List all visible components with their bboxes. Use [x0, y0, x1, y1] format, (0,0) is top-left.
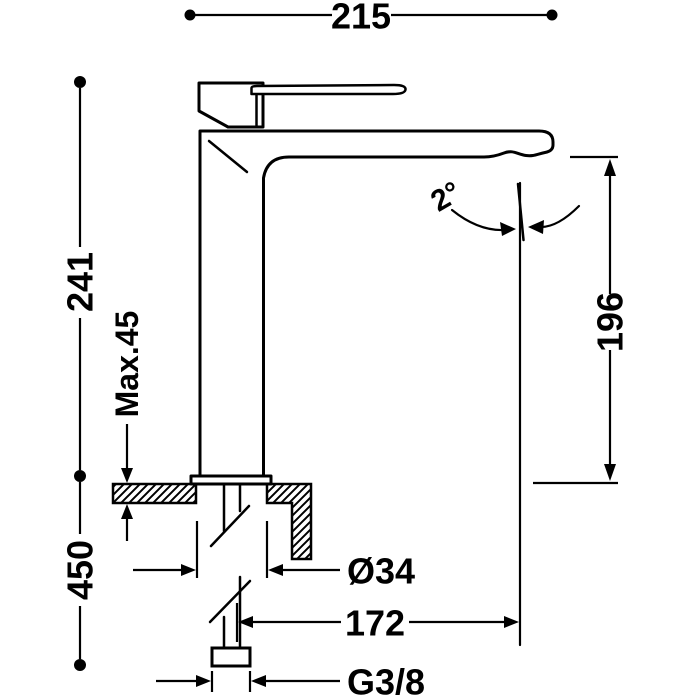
angle-arrow-left — [500, 222, 516, 236]
dim-max45-label: Max.45 — [109, 311, 145, 418]
angle-arc-left — [450, 208, 506, 232]
dim-215-label: 215 — [331, 0, 391, 37]
dim-450-dot-bottom — [74, 659, 86, 671]
deck-left-hatched — [111, 482, 198, 505]
dim-241: 241 — [60, 76, 101, 482]
detail-angle-2deg: 2° — [425, 176, 581, 647]
dim-196-arrow-up — [604, 159, 616, 176]
angle-arc-right — [539, 204, 581, 229]
base-flange — [189, 474, 273, 486]
dim-241-dot-top — [74, 76, 86, 88]
dim-215: 215 — [184, 0, 558, 37]
connector-nut — [210, 646, 252, 668]
dim-172-arrow-right — [504, 616, 519, 628]
dim-dia34: Ø34 — [133, 521, 415, 592]
dim-dia34-label: Ø34 — [347, 551, 415, 592]
shank-break-line-lower — [208, 579, 252, 624]
deck-right-hatched — [265, 482, 313, 561]
dim-max45: Max.45 — [109, 311, 145, 541]
dim-g38-label: G3/8 — [347, 662, 425, 700]
dim-g38-arrow-left — [251, 675, 266, 687]
handle-lever — [250, 83, 407, 96]
dim-196: 196 — [533, 155, 631, 485]
dim-g38: G3/8 — [156, 662, 425, 700]
dim-172-arrow-left — [238, 616, 253, 628]
dim-241-label: 241 — [60, 252, 101, 312]
dim-g38-arrow-right — [196, 675, 211, 687]
dim-196-arrow-down — [604, 464, 616, 481]
shank-break-line-upper — [209, 504, 251, 548]
handle-body — [197, 81, 265, 129]
spout-corner-edge-line — [207, 139, 249, 174]
dim-dia34-arrow-left — [268, 564, 283, 576]
countertop-section — [111, 482, 313, 561]
dim-dia34-arrow-right — [181, 564, 196, 576]
dim-max45-arrow-down — [121, 468, 133, 483]
dim-172: 172 — [235, 603, 519, 644]
dim-450: 450 — [60, 482, 101, 671]
dim-241-dot-bottom — [74, 470, 86, 482]
dim-max45-arrow-up — [121, 504, 133, 519]
dim-172-label: 172 — [345, 603, 405, 644]
dim-196-label: 196 — [590, 292, 631, 352]
dim-2deg-label: 2° — [425, 176, 466, 219]
stream-tilted-line — [516, 182, 525, 242]
dim-450-label: 450 — [60, 540, 101, 600]
spout-column-outline — [198, 129, 555, 478]
supply-shank — [208, 482, 252, 668]
dim-215-dot-right — [546, 9, 558, 21]
dim-215-dot-left — [184, 9, 196, 21]
angle-arrow-right — [528, 220, 544, 234]
faucet-body — [189, 81, 555, 486]
